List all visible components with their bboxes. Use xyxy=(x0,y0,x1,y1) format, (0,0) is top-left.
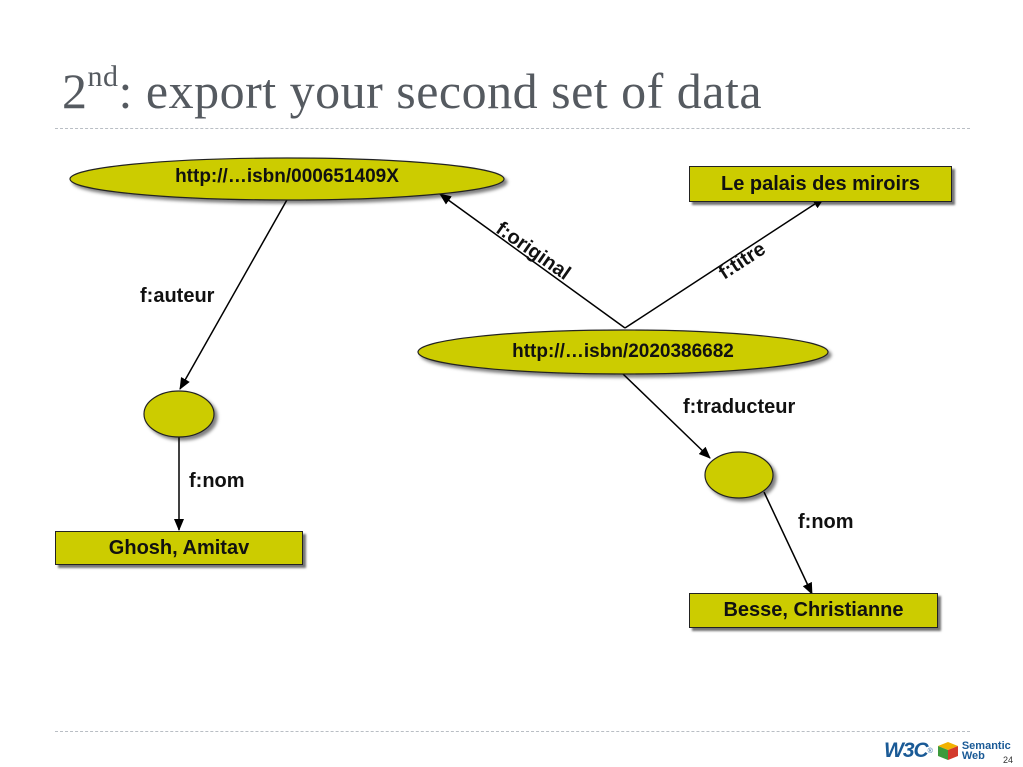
edge-label-auteur: f:auteur xyxy=(140,285,215,307)
edge-traducteur xyxy=(622,373,711,459)
slide-title: 2nd: export your second set of data xyxy=(62,62,762,120)
literal-translator-text: Besse, Christianne xyxy=(723,599,904,621)
w3c-logo-text: W3C xyxy=(884,739,929,762)
title-divider xyxy=(55,128,970,129)
semantic-word: Semantic xyxy=(961,740,1011,752)
page-number: 24 xyxy=(1003,755,1014,765)
edge-auteur xyxy=(179,197,289,390)
edge-label-nom-translator: f:nom xyxy=(798,511,854,533)
blank-node-author xyxy=(143,390,215,438)
title-ordinal-suffix: nd xyxy=(87,60,119,94)
literal-author-text: Ghosh, Amitav xyxy=(108,536,250,559)
w3c-registered-mark: ® xyxy=(927,747,933,755)
web-word: Web xyxy=(961,750,985,762)
title-text: : export your second set of data xyxy=(118,63,763,119)
title-ordinal: 2 xyxy=(62,63,88,119)
edge-label-nom-author: f:nom xyxy=(189,470,245,492)
literal-author-box: Ghosh, Amitav xyxy=(55,531,303,565)
literal-title-text: Le palais des miroirs xyxy=(721,172,920,195)
literal-translator-box: Besse, Christianne xyxy=(689,593,938,628)
edge-label-traducteur: f:traducteur xyxy=(683,396,796,418)
node-isbn-translation-label: http://…isbn/2020386682 xyxy=(512,341,734,362)
node-isbn-original-label: http://…isbn/000651409X xyxy=(175,166,399,187)
w3c-semantic-web-logo: W3C® Semantic Web xyxy=(884,738,1011,764)
edge-nom-translator xyxy=(763,491,813,595)
node-isbn-translation xyxy=(417,329,829,375)
literal-title-box: Le palais des miroirs xyxy=(689,166,952,202)
edge-titre xyxy=(624,197,825,329)
semantic-web-text: Semantic Web xyxy=(961,740,1011,762)
blank-node-translator xyxy=(704,451,774,499)
node-isbn-original xyxy=(69,157,505,201)
edge-original xyxy=(439,193,626,329)
semantic-web-cube-icon xyxy=(937,742,958,760)
footer-divider xyxy=(55,731,970,732)
